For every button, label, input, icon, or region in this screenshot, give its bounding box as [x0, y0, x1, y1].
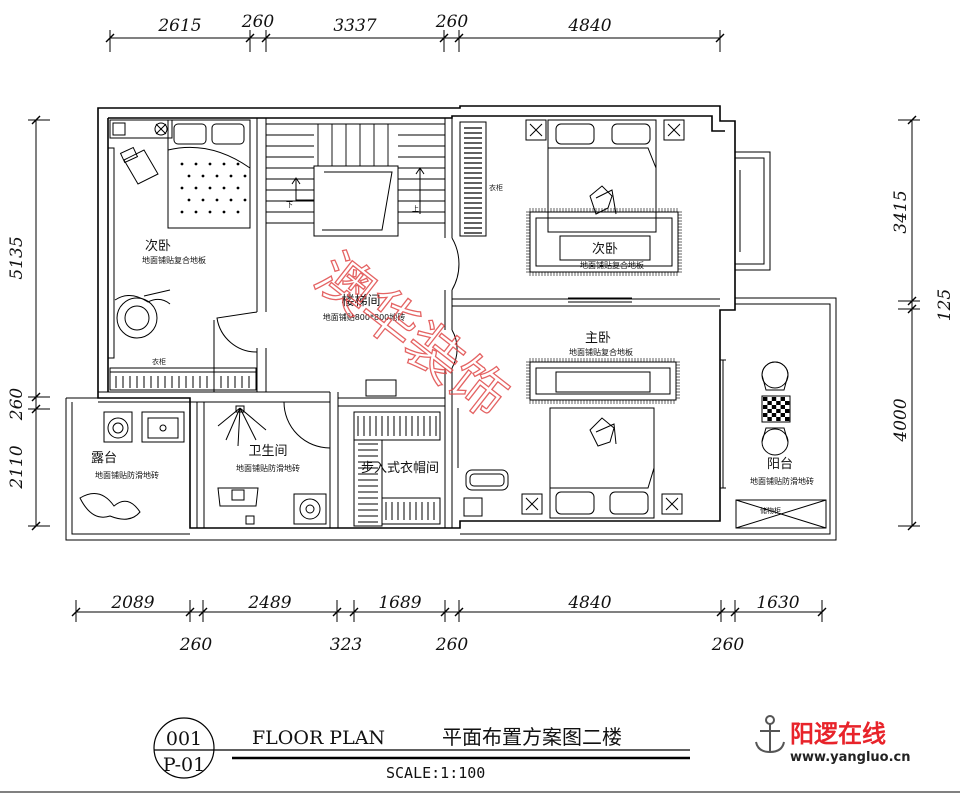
- master-bedroom-furniture: [463, 361, 683, 519]
- room-name-terrace: 露台: [91, 451, 117, 466]
- stair-down-label: 下: [286, 201, 293, 209]
- bottom-dimension-line: [71, 600, 827, 622]
- left-dim-1: 5135: [7, 236, 27, 279]
- right-dim-2: 125: [935, 289, 955, 321]
- stair-treads: [266, 123, 445, 224]
- wardrobe-right-label: 衣柜: [489, 183, 503, 192]
- storage-label: 储物柜: [760, 506, 781, 515]
- room-name-master-bedroom: 主卧: [585, 331, 611, 346]
- anchor-logo-icon: [755, 715, 785, 754]
- logo-url: www.yangluo.cn: [790, 750, 911, 765]
- closet-hangers: [357, 416, 437, 523]
- room-name-stairwell: 楼梯间: [341, 294, 380, 309]
- top-dim-1: 2615: [157, 16, 201, 36]
- right-dimension-line: [898, 115, 920, 531]
- title-block: [0, 717, 960, 793]
- bottom-dim-3: 1689: [378, 593, 421, 613]
- watermark-text: 澳华装饰: [303, 242, 520, 431]
- right-bedroom-furniture: [459, 119, 685, 273]
- room-name-secondary-bedroom-left: 次卧: [145, 238, 171, 254]
- bottom-dim-6: 260: [179, 635, 213, 655]
- right-dim-3: 4000: [891, 398, 911, 442]
- terrace-furniture: [79, 411, 185, 520]
- stairs: [313, 123, 399, 237]
- scale-note: SCALE:1:100: [386, 764, 485, 782]
- top-dim-3: 3337: [333, 16, 376, 36]
- logo-name: 阳逻在线: [790, 720, 886, 748]
- bed-pattern-dots: [180, 162, 247, 214]
- bottom-dim-8: 260: [435, 635, 469, 655]
- left-dim-3: 2110: [7, 445, 27, 489]
- wardrobe-left-label: 衣柜: [152, 357, 166, 366]
- stair-arrows: [291, 167, 425, 214]
- bottom-dim-1: 2089: [110, 593, 154, 613]
- left-bedroom-furniture: [107, 119, 257, 391]
- walk-in-closet-racks: [353, 379, 441, 527]
- room-name-walk-in-closet: 步入式衣帽间: [361, 460, 439, 476]
- rug-fringes: [526, 208, 682, 404]
- sheet-number: 001: [166, 728, 202, 750]
- room-name-balcony: 阳台: [767, 457, 793, 472]
- top-dim-4: 260: [435, 12, 469, 32]
- bed-cushions: [589, 185, 617, 447]
- bottom-dim-5: 1630: [756, 593, 799, 613]
- balcony-furniture: [735, 361, 827, 529]
- room-name-bathroom: 卫生间: [248, 444, 287, 459]
- bathroom-fixtures: [217, 405, 327, 525]
- top-dimension-line: [105, 30, 725, 52]
- floor-note-bathroom: 地面铺贴防滑地砖: [236, 463, 300, 473]
- chess-table-pattern: [763, 397, 790, 421]
- bottom-dim-7: 323: [330, 635, 362, 655]
- floor-note-balcony: 地面铺贴防滑地砖: [750, 476, 814, 486]
- terrace-railing: [65, 397, 190, 541]
- title-english: FLOOR PLAN: [252, 727, 385, 749]
- bottom-dim-2: 2489: [247, 593, 291, 613]
- room-name-secondary-bedroom-right: 次卧: [592, 241, 618, 257]
- floor-note-master-bedroom: 地面铺贴复合地板: [569, 347, 633, 357]
- bottom-dim-4: 4840: [567, 593, 611, 613]
- right-dim-1: 3415: [891, 190, 911, 233]
- sheet-code: P-01: [163, 754, 205, 776]
- title-chinese: 平面布置方案图二楼: [442, 725, 622, 749]
- top-dim-5: 4840: [567, 16, 611, 36]
- floor-note-terrace: 地面铺贴防滑地砖: [95, 470, 159, 480]
- left-wardrobe-hangers: [115, 376, 250, 388]
- top-dim-2: 260: [241, 12, 275, 32]
- right-wardrobe-hangers: [464, 127, 482, 234]
- floor-note-secondary-bedroom-left: 地面铺贴复合地板: [142, 255, 206, 265]
- floor-note-stairwell: 地面铺贴800*800地砖: [323, 312, 406, 322]
- left-dim-2: 260: [7, 388, 27, 422]
- stair-up-label: 上: [412, 204, 419, 213]
- left-dimension-line: [28, 115, 50, 531]
- balcony-railing: [190, 297, 837, 541]
- bottom-dim-9: 260: [711, 635, 745, 655]
- bay-window: [735, 151, 771, 271]
- floor-note-secondary-bedroom-right: 地面铺贴复合地板: [580, 260, 644, 270]
